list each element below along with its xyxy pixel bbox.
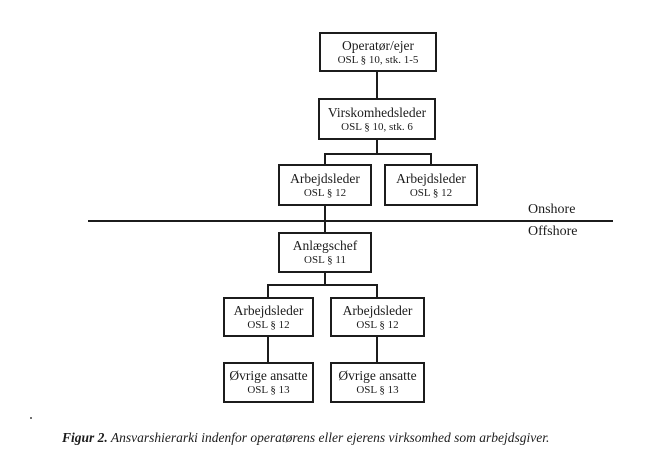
connector-virksomhedsleder-stem — [376, 140, 378, 154]
connector-offshore-branch-left — [267, 284, 269, 297]
connector-operator-to-virksomhedsleder — [376, 72, 378, 98]
node-title: Arbejdsleder — [396, 170, 466, 186]
node-arbejdsleder-onshore-right: Arbejdsleder OSL § 12 — [384, 164, 478, 206]
connector-offshore-branch-right — [376, 284, 378, 297]
connector-anlaegschef-stem — [324, 273, 326, 285]
figure-caption-text: Ansvarshierarki indenfor operatørens ell… — [107, 430, 550, 445]
connector-arbejdsleder-to-oevrige-right — [376, 337, 378, 362]
node-subtitle: OSL § 12 — [247, 318, 290, 331]
node-arbejdsleder-offshore-left: Arbejdsleder OSL § 12 — [223, 297, 314, 337]
node-subtitle: OSL § 12 — [303, 186, 347, 199]
node-title: Øvrige ansatte — [229, 368, 308, 383]
offshore-label: Offshore — [528, 224, 578, 239]
node-subtitle: OSL § 10, stk. 1-5 — [337, 53, 419, 66]
node-title: Anlægschef — [292, 238, 358, 253]
node-subtitle: OSL § 12 — [356, 318, 399, 331]
connector-onshore-branch-bar — [324, 153, 432, 155]
node-title: Arbejdsleder — [233, 302, 304, 318]
node-title: Arbejdsleder — [342, 302, 413, 318]
node-subtitle: OSL § 13 — [356, 384, 399, 396]
node-arbejdsleder-onshore-left: Arbejdsleder OSL § 12 — [278, 164, 372, 206]
connector-onshore-branch-right — [430, 153, 432, 164]
node-title: Operatør/ejer — [342, 37, 414, 53]
connector-onshore-to-anlaegschef — [324, 206, 326, 232]
node-subtitle: OSL § 12 — [409, 186, 453, 199]
node-title: Virskomhedsleder — [327, 104, 427, 120]
stray-dot — [30, 417, 32, 419]
node-arbejdsleder-offshore-right: Arbejdsleder OSL § 12 — [330, 297, 425, 337]
node-title: Øvrige ansatte — [338, 368, 417, 383]
node-operator-ejer: Operatør/ejer OSL § 10, stk. 1-5 — [319, 32, 437, 72]
onshore-label: Onshore — [528, 202, 576, 217]
node-oevrige-ansatte-right: Øvrige ansatte OSL § 13 — [330, 362, 425, 403]
node-subtitle: OSL § 11 — [304, 254, 346, 266]
node-title: Arbejdsleder — [290, 170, 360, 186]
onshore-offshore-divider-line — [88, 220, 613, 222]
connector-offshore-branch-bar — [267, 284, 378, 286]
node-oevrige-ansatte-left: Øvrige ansatte OSL § 13 — [223, 362, 314, 403]
connector-arbejdsleder-to-oevrige-left — [267, 337, 269, 362]
node-virksomhedsleder: Virskomhedsleder OSL § 10, stk. 6 — [318, 98, 436, 140]
node-anlaegschef: Anlægschef OSL § 11 — [278, 232, 372, 273]
node-subtitle: OSL § 10, stk. 6 — [341, 120, 413, 133]
figure-caption: Figur 2. Ansvarshierarki indenfor operat… — [62, 429, 652, 446]
figure-caption-label: Figur 2. — [62, 430, 108, 445]
node-subtitle: OSL § 13 — [247, 384, 290, 396]
connector-onshore-branch-left — [324, 153, 326, 164]
